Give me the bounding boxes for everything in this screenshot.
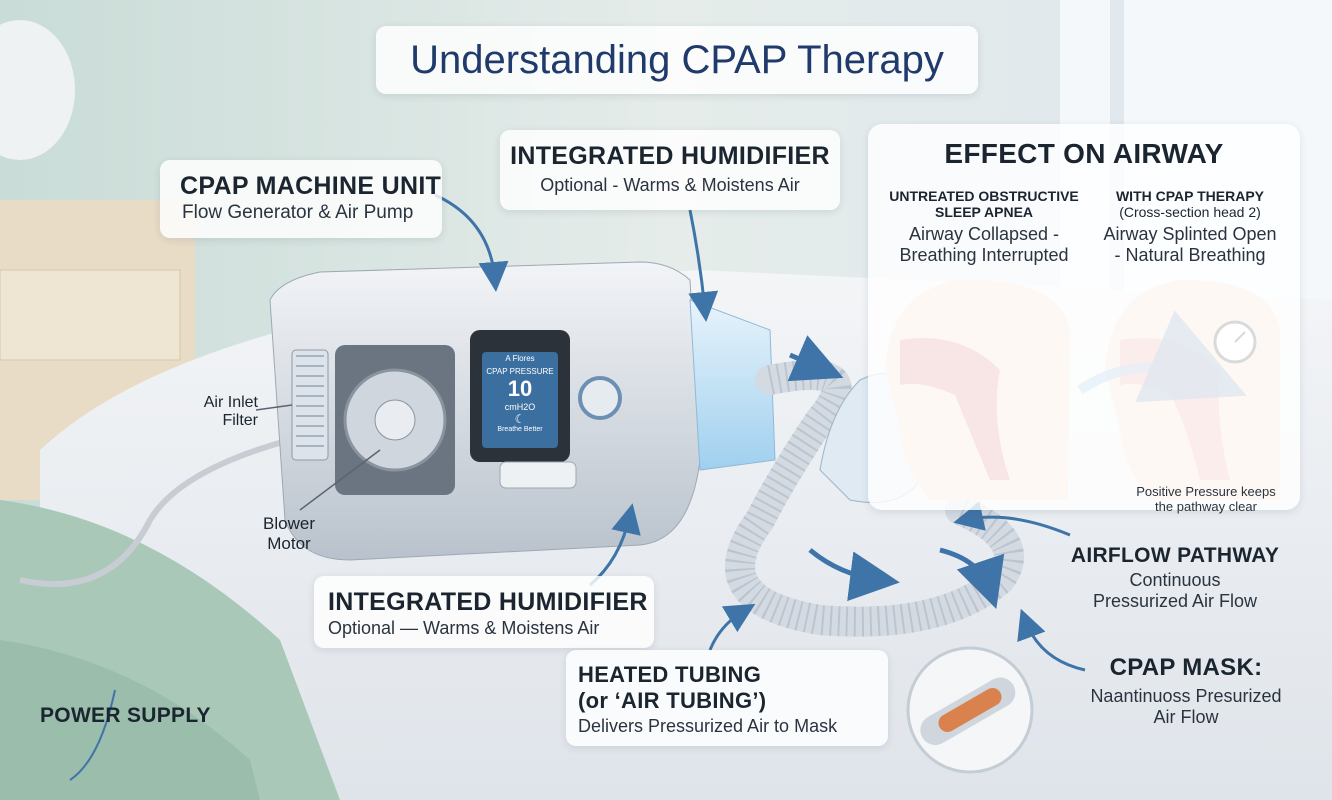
blower-hub	[374, 399, 416, 441]
cpap-heading: WITH CPAP THERAPY (Cross-section head 2)	[1090, 188, 1290, 220]
humidifier-top-sub: Optional - Warms & Moistens Air	[540, 175, 800, 195]
callout-line-blower	[299, 449, 381, 511]
control-knob	[578, 376, 622, 420]
blower-label: Blower Motor	[258, 514, 320, 554]
tubing-heading-line1: HEATED TUBING	[578, 662, 762, 687]
untreated-heading-line1: UNTREATED OBSTRUCTIVE	[889, 188, 1079, 204]
air-inlet-label: Air Inlet Filter	[196, 394, 258, 430]
airflow-label: AIRFLOW PATHWAY Continuous Pressurized A…	[1060, 544, 1290, 612]
bed-sheet-fold	[0, 640, 260, 800]
airflow-arrow-3	[939, 547, 1005, 609]
callout-line-inlet	[255, 404, 293, 411]
screen-label: CPAP PRESSURE	[486, 367, 554, 376]
cpap-sub-line2: - Natural Breathing	[1114, 245, 1266, 265]
cpap-sub-line1: Airway Splinted Open	[1103, 224, 1277, 244]
untreated-sub-line1: Airway Collapsed -	[908, 224, 1060, 244]
humidifier-bottom-sub: Optional — Warms & Moistens Air	[328, 618, 600, 638]
air-inlet-line2: Filter	[222, 412, 258, 429]
humidifier-top-heading: INTEGRATED HUMIDIFIER	[510, 142, 830, 170]
filter-mesh	[296, 355, 324, 447]
humidifier-bottom-heading: INTEGRATED HUMIDIFIER	[328, 588, 648, 616]
blower-line2: Motor	[267, 534, 311, 553]
effect-title: EFFECT ON AIRWAY	[944, 138, 1224, 169]
cpap-machine	[269, 261, 776, 561]
nightstand-drawer	[0, 269, 181, 361]
untreated-sub-line2: Breathing Interrupted	[899, 245, 1069, 265]
effect-on-airway-panel: EFFECT ON AIRWAY UNTREATED OBSTRUCTIVE S…	[868, 124, 1300, 514]
callout-arrow-airflow	[953, 501, 1071, 537]
device-screen: A Flores CPAP PRESSURE 10 cmH2O ☾ Breath…	[482, 352, 558, 448]
moon-icon: ☾	[514, 412, 526, 426]
title-card: Understanding CPAP Therapy	[376, 26, 978, 94]
pressure-note: Positive Pressure keeps the pathway clea…	[1116, 484, 1296, 514]
screen-value: 10	[507, 376, 533, 401]
screen-footer: Breathe Better	[497, 426, 543, 433]
lamp-shade	[0, 20, 75, 160]
mask-sub-line2: Air Flow	[1153, 707, 1219, 727]
airflow-arrow-2	[808, 548, 900, 602]
machine-unit-heading: CPAP MACHINE UNIT	[180, 172, 442, 200]
page-title: Understanding CPAP Therapy	[410, 38, 944, 82]
untreated-heading: UNTREATED OBSTRUCTIVE SLEEP APNEA	[876, 188, 1092, 220]
cpap-heading-line1: WITH CPAP THERAPY	[1115, 188, 1265, 204]
untreated-sub: Airway Collapsed - Breathing Interrupted	[876, 224, 1092, 266]
mask-heading: CPAP MASK:	[1109, 654, 1263, 681]
cpap-heading-line2: (Cross-section head 2)	[1119, 204, 1261, 220]
tubing-heating-coil	[938, 688, 1002, 732]
callout-arrow-machine	[434, 193, 509, 292]
display-screen	[482, 352, 558, 448]
blower-line1: Blower	[263, 514, 315, 533]
machine-unit-sub: Flow Generator & Air Pump	[182, 202, 414, 223]
screen-brand: A Flores	[505, 354, 535, 363]
tubing-sub: Delivers Pressurized Air to Mask	[578, 716, 838, 736]
pressure-note-line1: Positive Pressure keeps	[1136, 484, 1276, 499]
cpap-sub: Airway Splinted Open - Natural Breathing	[1090, 224, 1290, 266]
callout-arrow-humid-top	[688, 209, 719, 322]
humidifier-tank	[689, 299, 776, 471]
heated-tubing-card: HEATED TUBING (or ‘AIR TUBING’) Delivers…	[566, 650, 888, 746]
humidifier-bottom-card: INTEGRATED HUMIDIFIER Optional — Warms &…	[314, 576, 654, 648]
airflow-heading: AIRFLOW PATHWAY	[1070, 544, 1280, 567]
callout-arrow-tubing	[708, 603, 756, 651]
power-supply-label: POWER SUPPLY	[40, 704, 211, 727]
machine-unit-card: CPAP MACHINE UNIT Flow Generator & Air P…	[160, 160, 442, 238]
callout-arrow-mask	[1017, 608, 1086, 672]
air-tubing-rib	[725, 360, 1024, 637]
airflow-sub-line1: Continuous	[1129, 570, 1221, 590]
air-inlet-line1: Air Inlet	[203, 394, 258, 411]
mask-label: CPAP MASK: Naantinuoss Presurized Air Fl…	[1076, 654, 1296, 728]
mask-sub-line1: Naantinuoss Presurized	[1090, 686, 1282, 706]
pressure-note-line2: the pathway clear	[1155, 499, 1257, 514]
airflow-sub-line2: Pressurized Air Flow	[1092, 591, 1258, 611]
screen-unit: cmH2O	[504, 402, 536, 412]
power-cord	[19, 437, 291, 587]
airflow-arrow-1	[787, 335, 844, 382]
power-button	[499, 461, 577, 489]
tubing-heading-line2: (or ‘AIR TUBING’)	[578, 688, 767, 713]
untreated-heading-line2: SLEEP APNEA	[934, 204, 1034, 220]
callout-line-power	[69, 689, 116, 781]
humidifier-top-card: INTEGRATED HUMIDIFIER Optional - Warms &…	[500, 130, 840, 210]
